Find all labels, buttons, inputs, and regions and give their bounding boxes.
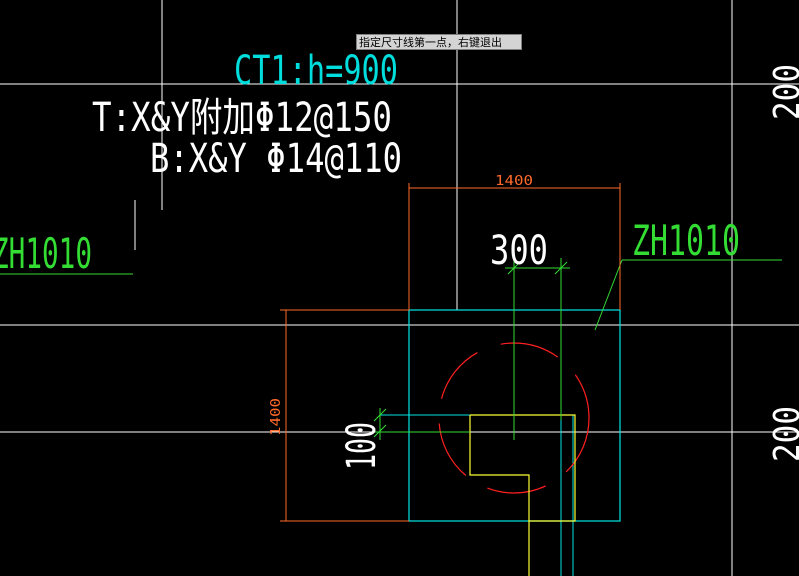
label-leader-right [594,259,623,331]
green-tick-1 [507,261,521,275]
cap-title: CT1:h=900 [234,48,398,94]
command-prompt-tooltip: 指定尺寸线第一点，右键退出 [356,34,522,50]
rebar-bottom-text: B:X&Y Φ14@110 [150,136,402,182]
dim-column-value: 300 [490,228,548,274]
rebar-top-text: T:X&Y附加Φ12@150 [92,95,392,141]
dim-top-value: 1400 [495,174,533,189]
dim-right-bottom-value: 200 [767,406,799,462]
pile-label-right: ZH1010 [632,216,740,265]
dimension-orange [280,183,621,522]
dimension-green [0,258,782,440]
green-tick-4 [373,424,387,438]
dim-offset-value: 100 [339,422,385,470]
dim-right-top-value: 200 [767,64,799,120]
column-outline[interactable] [470,414,576,576]
dim-left-value: 1400 [269,398,284,436]
column-outline-inner [469,415,530,521]
green-tick-2 [554,261,568,275]
pile-label-left: ZH1010 [0,229,92,278]
green-tick-3 [373,408,387,422]
